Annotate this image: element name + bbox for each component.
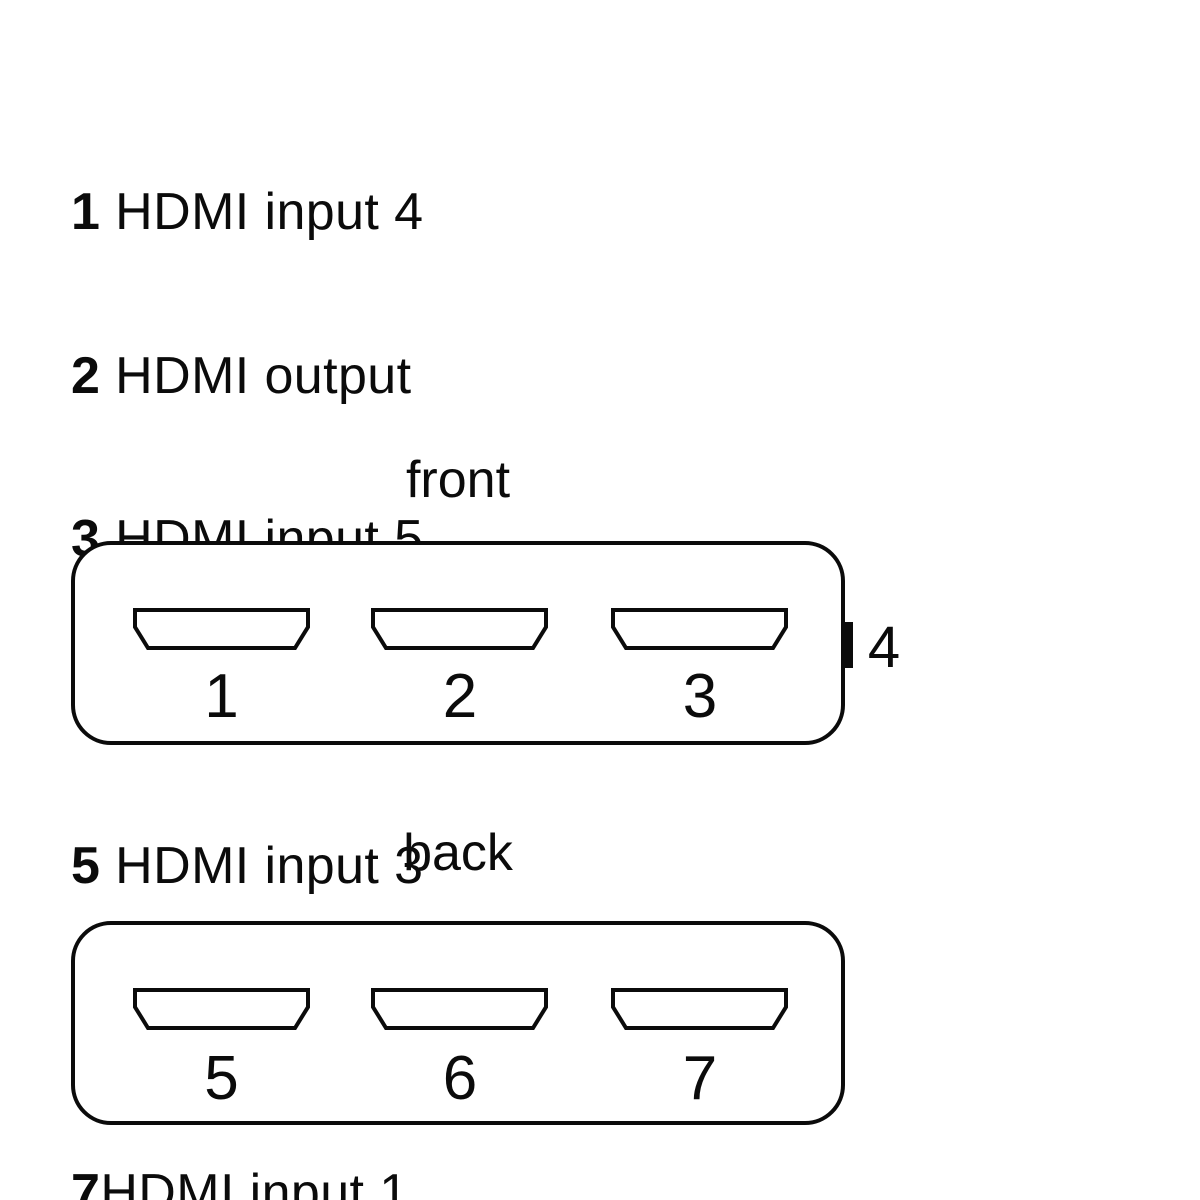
back-panel-diagram: 5 6 7 xyxy=(71,921,845,1125)
hdmi-port-2-icon xyxy=(371,608,548,650)
legend-item-1-number: 1 xyxy=(71,183,101,241)
back-port-6-label: 6 xyxy=(443,1044,477,1113)
front-port-3-label: 3 xyxy=(683,662,717,731)
legend-item-5-number: 5 xyxy=(71,837,101,895)
legend-item-7-number: 7 xyxy=(71,1164,101,1200)
hdmi-port-7-icon xyxy=(611,988,788,1030)
back-panel-title: back xyxy=(403,824,513,882)
hdmi-port-3-icon xyxy=(611,608,788,650)
legend-item-2-number: 2 xyxy=(71,346,101,405)
legend-item-2-label: HDMI output xyxy=(100,346,412,405)
legend-item-2: 2 HDMI output xyxy=(71,346,501,405)
back-port-5-label: 5 xyxy=(204,1044,238,1113)
hdmi-port-1-icon xyxy=(133,608,310,650)
front-panel-title: front xyxy=(405,451,511,509)
hdmi-port-6-icon xyxy=(371,988,548,1030)
legend-item-1: 1 HDMI input 4 xyxy=(71,185,501,240)
front-panel-diagram: 1 2 3 4 xyxy=(71,541,900,745)
back-port-7-label: 7 xyxy=(683,1044,717,1113)
legend-item-5: 5 HDMI input 3 xyxy=(71,839,501,894)
legend-item-1-label: HDMI input 4 xyxy=(100,183,424,241)
front-port-1-label: 1 xyxy=(204,662,238,731)
front-port-2-label: 2 xyxy=(443,662,477,731)
legend-item-7-label: HDMI input 1 xyxy=(100,1164,409,1200)
hdmi-port-5-icon xyxy=(133,988,310,1030)
infrared-receiver-icon xyxy=(843,622,853,668)
legend-item-5-label: HDMI input 3 xyxy=(100,837,424,895)
legend-item-7: 7HDMI input 1 xyxy=(71,1166,501,1200)
infrared-receiver-label: 4 xyxy=(868,615,900,680)
